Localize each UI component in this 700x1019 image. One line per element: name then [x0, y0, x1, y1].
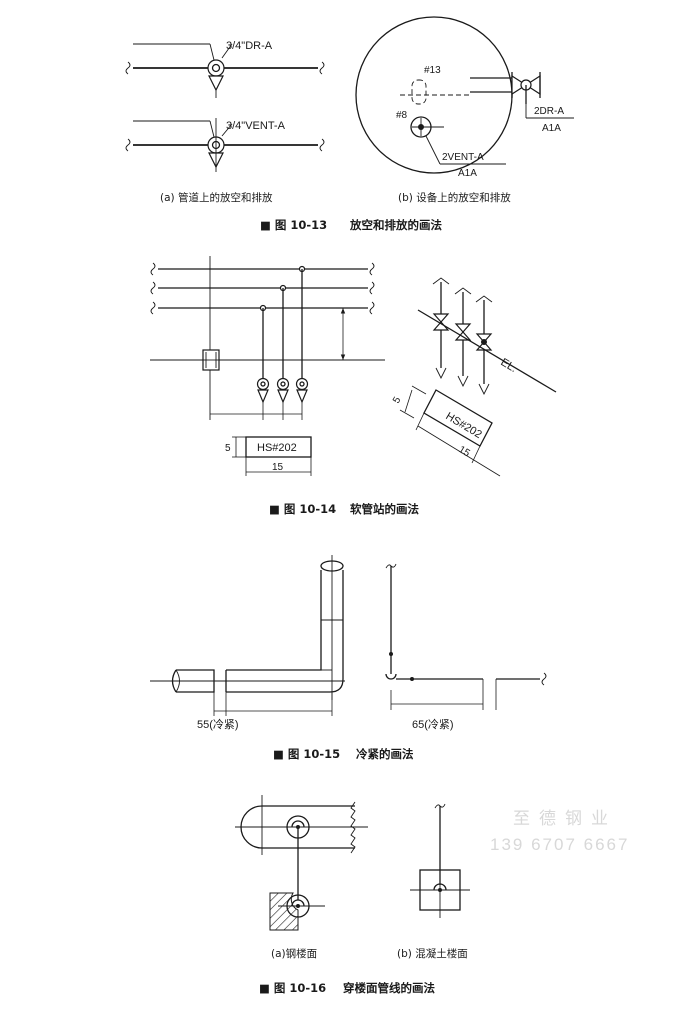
fig-10-16-caption-num: ■ 图 10-16: [259, 981, 326, 995]
fig-10-15-caption-num: ■ 图 10-15: [273, 747, 340, 761]
dim-right-cold-spring: 65(冷紧): [412, 718, 454, 731]
watermark-phone: 139 6707 6667: [490, 835, 629, 854]
fig-10-13b-subcaption: (b) 设备上的放空和排放: [398, 191, 511, 204]
fig-10-16-caption-title: 穿楼面管线的画法: [343, 981, 435, 995]
fig-10-16a-subcaption: (a)钢楼面: [271, 947, 317, 960]
fig-10-15-cold-spring-single-line: 65(冷紧): [385, 563, 547, 731]
label-drain-pipe: 3/4"DR-A: [226, 40, 273, 52]
fig-10-13a-pipe-vents: 3/4"DR-A 3/4"VENT-A: [125, 40, 325, 172]
hs-dim-height: 5: [225, 443, 231, 454]
label-drain-equip-sub: A1A: [542, 123, 561, 134]
label-vent-equip: 2VENT-A: [442, 152, 484, 163]
iso-dim-width: 15: [456, 444, 472, 459]
iso-riser-2: [454, 287, 472, 388]
hose-drop-3: [295, 265, 309, 404]
watermark-company: 至德钢业: [513, 809, 617, 829]
iso-dim-height: 5: [391, 395, 404, 406]
hs-box-label: HS#202: [257, 442, 297, 454]
label-drain-equip: 2DR-A: [534, 106, 564, 117]
fig-10-14-hose-station-iso: EL. HS#202 5 15: [391, 277, 557, 477]
label-vent-equip-sub: A1A: [458, 168, 477, 179]
label-nozzle-13: #13: [424, 65, 441, 76]
fig-10-16a-steel-floor: [235, 795, 368, 931]
fig-10-15-cold-spring-double-line: 55(冷紧): [150, 555, 345, 731]
iso-riser-1: [432, 277, 450, 380]
fig-10-13a-subcaption: (a) 管道上的放空和排放: [160, 191, 273, 204]
fig-10-16b-concrete-floor: [410, 803, 470, 918]
dim-left-cold-spring: 55(冷紧): [197, 718, 239, 731]
hose-drop-2: [276, 284, 290, 404]
iso-riser-3: [475, 295, 493, 396]
fig-10-14-caption-num: ■ 图 10-14: [269, 502, 336, 516]
hs-dim-width: 15: [272, 462, 284, 473]
fig-10-14-caption-title: 软管站的画法: [350, 502, 419, 516]
fig-10-13b-equipment-vents: #13 2DR-A A1A #8 2VENT-A A1A: [355, 16, 574, 179]
hose-drop-1: [256, 304, 270, 404]
fig-10-16b-subcaption: (b) 混凝土楼面: [397, 947, 468, 960]
fig-10-15-caption-title: 冷紧的画法: [356, 747, 414, 761]
fig-10-14-hose-station-plan: HS#202 5 15: [150, 256, 385, 476]
label-nozzle-8: #8: [396, 110, 408, 121]
label-vent-pipe: 3/4"VENT-A: [226, 120, 286, 132]
fig-10-13-caption-num: ■ 图 10-13: [260, 218, 327, 232]
fig-10-13-caption-title: 放空和排放的画法: [349, 218, 442, 232]
